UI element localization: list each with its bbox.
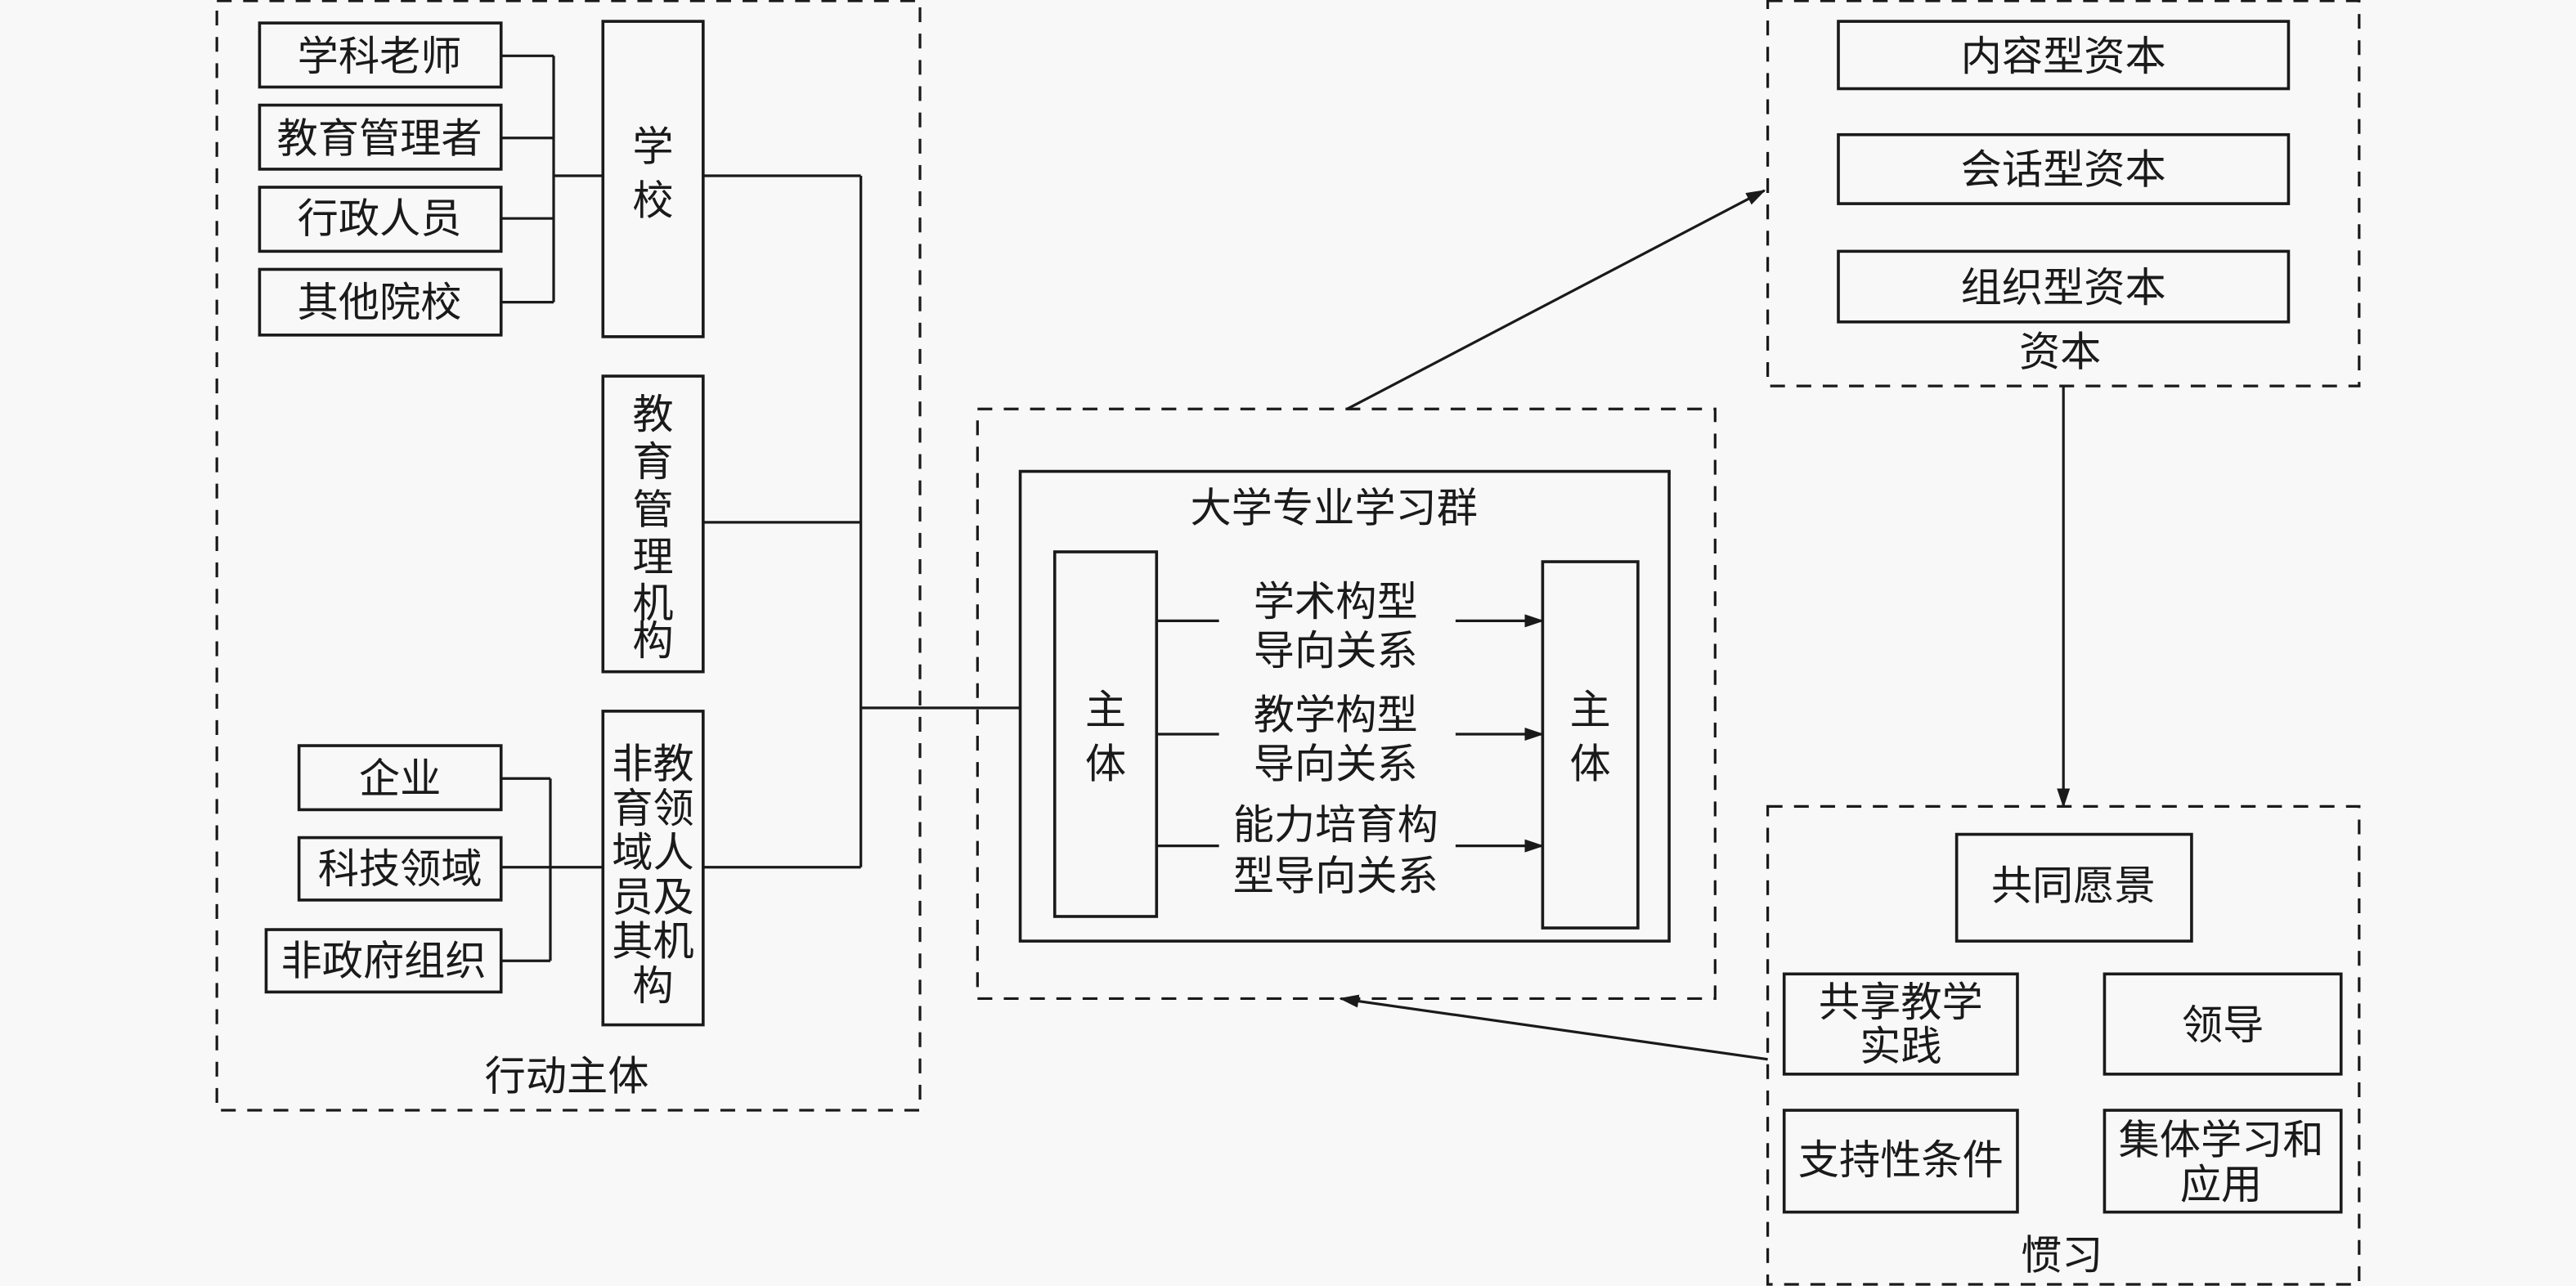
capital-organization: 组织型资本 [1837,249,2291,324]
left-subject-box: 主 体 [1052,550,1159,918]
habitus-label-line: 共享教学 [1819,978,1983,1026]
non-edu-members-bracket [500,777,604,962]
habitus-group: 共同愿景 共享教学 实践 领导 支持性条件 集体学习和 应用 惯习 [1766,804,2361,1286]
edu-admin-box: 教 育 管 理 机 构 [601,374,705,674]
edu-admin-label-char: 机 [632,579,673,627]
school-member-admin-staff: 行政人员 [258,186,503,253]
habitus-support-conditions: 支持性条件 [1782,1109,2019,1214]
edu-admin-label-char: 理 [632,533,673,581]
relation-academic: 学术构型 导向关系 [1156,577,1545,674]
relation-label-line: 导向关系 [1254,740,1418,788]
arrow-community-to-capital [1346,189,1766,410]
left-subject-char: 体 [1085,740,1126,788]
non-edu-label-line: 育领 [612,784,693,832]
habitus-label: 支持性条件 [1798,1136,2004,1184]
edu-admin-label-char: 育 [632,437,673,486]
edu-admin-label-char: 构 [632,616,673,665]
school-box: 学 校 [601,20,705,338]
habitus-label-line: 集体学习和 [2119,1116,2324,1164]
non-edu-label-line: 域人 [612,828,693,876]
school-member-teacher: 学科老师 [258,21,503,89]
relation-label-line: 教学构型 [1254,690,1418,738]
right-subject-char: 主 [1570,685,1611,733]
non-edu-member-label: 科技领域 [318,845,482,893]
non-edu-member-label: 企业 [359,755,441,803]
habitus-leadership: 领导 [2103,972,2343,1076]
habitus-label: 共同愿景 [1991,861,2156,909]
non-edu-label-line: 员及 [612,872,693,921]
school-member-label: 其他院校 [298,278,462,326]
relation-teaching: 教学构型 导向关系 [1156,690,1545,788]
habitus-collective-learning: 集体学习和 应用 [2103,1109,2343,1214]
habitus-label-line: 应用 [2180,1160,2262,1208]
left-subject-char: 主 [1085,685,1126,733]
school-member-label: 学科老师 [298,32,462,80]
non-edu-member-ngo: 非政府组织 [264,928,503,994]
school-label-char: 学 [632,122,673,170]
non-edu-label-line: 非教 [612,740,693,788]
school-member-edu-manager: 教育管理者 [258,103,503,171]
non-edu-member-enterprise: 企业 [297,744,503,812]
capital-conversation: 会话型资本 [1837,132,2291,205]
community-group: 大学专业学习群 主 体 主 体 学术构型 导向关系 教学构型 导向关系 [976,407,1717,1001]
habitus-shared-vision: 共同愿景 [1954,832,2193,943]
edu-admin-label-char: 管 [632,485,673,533]
school-member-other-colleges: 其他院校 [258,267,503,337]
school-member-label: 行政人员 [298,195,462,243]
actors-trunk-connector [702,174,1021,869]
non-edu-member-tech: 科技领域 [297,836,503,902]
actors-group-border [215,0,922,1112]
school-label-char: 校 [632,177,673,225]
relation-label-line: 能力培育构 [1233,800,1438,849]
non-edu-member-label: 非政府组织 [281,937,487,985]
edu-admin-label-char: 教 [632,390,673,438]
habitus-group-label: 惯习 [2021,1230,2103,1279]
capital-content: 内容型资本 [1837,20,2291,91]
right-subject-char: 体 [1570,740,1611,788]
habitus-shared-practice: 共享教学 实践 [1782,972,2019,1076]
non-edu-label-line: 其机 [612,917,693,966]
non-edu-label-line: 构 [632,961,673,1010]
school-members-bracket [500,54,604,304]
community-inner-box [1018,469,1671,943]
actors-group: 行动主体 学科老师 教育管理者 行政人员 其他院校 学 校 教 [215,0,1021,1112]
habitus-label-line: 实践 [1860,1022,1941,1070]
capital-label: 会话型资本 [1961,145,2166,193]
school-member-label: 教育管理者 [277,114,482,162]
relation-label-line: 型导向关系 [1233,851,1438,899]
relation-competence: 能力培育构 型导向关系 [1156,800,1545,899]
capital-group: 内容型资本 会话型资本 组织型资本 资本 [1766,0,2361,388]
right-subject-box: 主 体 [1541,560,1640,930]
arrow-habitus-to-community [1339,994,1768,1061]
community-title: 大学专业学习群 [1190,483,1478,531]
non-edu-institutions-box: 非教 育领 域人 员及 其机 构 [601,710,705,1027]
relation-label-line: 导向关系 [1254,626,1418,674]
capital-label: 组织型资本 [1961,263,2166,311]
actors-group-label: 行动主体 [485,1051,649,1100]
habitus-label: 领导 [2182,1001,2264,1049]
relation-label-line: 学术构型 [1254,577,1418,625]
capital-label: 内容型资本 [1961,32,2166,80]
capital-group-label: 资本 [2019,327,2101,375]
